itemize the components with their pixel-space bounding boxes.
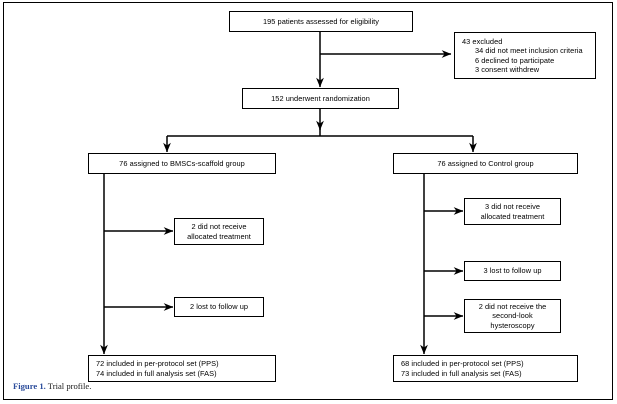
node-control-group: 76 assigned to Control group <box>393 153 578 174</box>
node-line: 2 did not receive the <box>478 302 547 312</box>
node-control-lost-followup: 3 lost to follow up <box>464 261 561 281</box>
node-line: hysteroscopy <box>490 320 535 330</box>
figure-caption-text: Trial profile. <box>47 381 92 391</box>
node-line: 2 lost to follow up <box>189 302 249 312</box>
node-assessed-for-eligibility: 195 patients assessed for eligibility <box>229 11 413 32</box>
node-control-no-second-look: 2 did not receive the second-look hyster… <box>464 299 561 333</box>
node-line: 3 lost to follow up <box>483 266 542 276</box>
node-line: 34 did not meet inclusion criteria <box>475 46 583 56</box>
node-line: allocated treatment <box>480 211 545 221</box>
figure-frame: 195 patients assessed for eligibility 43… <box>3 2 613 400</box>
node-line: 73 included in full analysis set (FAS) <box>401 368 522 378</box>
node-bmscs-scaffold-group: 76 assigned to BMSCs-scaffold group <box>88 153 276 174</box>
node-line: 74 included in full analysis set (FAS) <box>96 368 217 378</box>
node-line: 3 did not receive <box>484 202 541 212</box>
node-line: allocated treatment <box>187 231 251 241</box>
flowchart-connectors <box>100 32 477 355</box>
node-line: 76 assigned to BMSCs-scaffold group <box>119 158 245 168</box>
node-treatment-analysis: 72 included in per-protocol set (PPS) 74… <box>88 355 276 382</box>
node-line: second-look <box>492 311 533 321</box>
node-underwent-randomization: 152 underwent randomization <box>242 88 399 109</box>
figure-caption: Figure 1. Trial profile. <box>13 381 91 391</box>
node-line: 68 included in per-protocol set (PPS) <box>401 359 524 369</box>
node-excluded: 43 excluded 34 did not meet inclusion cr… <box>454 32 596 79</box>
node-line: 2 did not receive <box>191 222 247 232</box>
node-treatment-not-received: 2 did not receive allocated treatment <box>174 218 264 245</box>
node-line: 72 included in per-protocol set (PPS) <box>96 359 219 369</box>
node-line: 195 patients assessed for eligibility <box>262 16 380 26</box>
node-line: 3 consent withdrew <box>475 64 540 74</box>
node-control-analysis: 68 included in per-protocol set (PPS) 73… <box>393 355 578 382</box>
node-line: 6 declined to participate <box>475 55 555 65</box>
trial-profile-flowchart: 195 patients assessed for eligibility 43… <box>4 3 612 382</box>
node-line: 152 underwent randomization <box>271 93 370 103</box>
node-control-not-received: 3 did not receive allocated treatment <box>464 198 561 225</box>
figure-caption-label: Figure 1. <box>13 381 46 391</box>
node-line: 43 excluded <box>462 37 503 47</box>
node-line: 76 assigned to Control group <box>437 158 534 168</box>
node-treatment-lost-followup: 2 lost to follow up <box>174 297 264 317</box>
